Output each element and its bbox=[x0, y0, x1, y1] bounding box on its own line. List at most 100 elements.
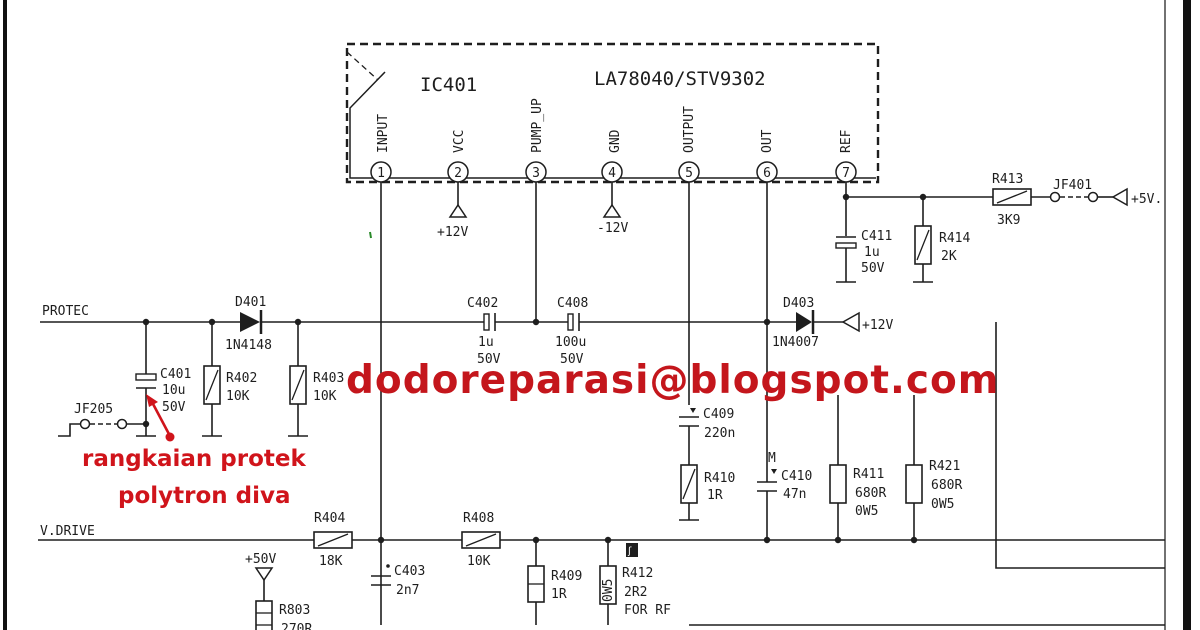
svg-text:R803: R803 bbox=[279, 603, 310, 618]
svg-text:C410: C410 bbox=[781, 469, 812, 484]
svg-text:+12V: +12V bbox=[862, 318, 893, 333]
c401: C401 10u 50V bbox=[135, 322, 191, 436]
svg-text:1R: 1R bbox=[707, 488, 723, 503]
c410: M C410 47n bbox=[757, 322, 812, 540]
svg-text:C403: C403 bbox=[394, 564, 425, 579]
svg-text:2n7: 2n7 bbox=[396, 583, 419, 598]
r403: R403 10K bbox=[288, 322, 344, 437]
svg-text:2R2: 2R2 bbox=[624, 585, 647, 600]
page-frame bbox=[3, 0, 1191, 630]
jf205: JF205 bbox=[58, 402, 156, 437]
svg-text:2K: 2K bbox=[941, 249, 957, 264]
svg-text:50V: 50V bbox=[861, 261, 885, 276]
r414: R414 2K bbox=[913, 197, 970, 283]
svg-text:JF205: JF205 bbox=[74, 402, 113, 417]
annotation-arrow bbox=[146, 394, 175, 442]
svg-text:R411: R411 bbox=[853, 467, 884, 482]
svg-text:10K: 10K bbox=[313, 389, 337, 404]
svg-text:100u: 100u bbox=[555, 335, 586, 350]
svg-text:R409: R409 bbox=[551, 569, 582, 584]
c411: C411 1u 50V bbox=[835, 197, 892, 283]
svg-text:10u: 10u bbox=[162, 383, 185, 398]
svg-text:3: 3 bbox=[532, 166, 540, 181]
svg-text:18K: 18K bbox=[319, 554, 343, 569]
svg-text:JF401: JF401 bbox=[1053, 178, 1092, 193]
r410: R410 1R bbox=[679, 464, 735, 521]
pin-name-vcc: VCC bbox=[452, 130, 467, 153]
svg-text:1u: 1u bbox=[478, 335, 494, 350]
c403: C403 2n7 bbox=[371, 564, 425, 598]
ic-ref-label: IC401 bbox=[420, 74, 477, 96]
svg-text:1u: 1u bbox=[864, 245, 880, 260]
svg-text:+5V.: +5V. bbox=[1131, 192, 1162, 207]
jf401-right bbox=[1087, 191, 1099, 203]
svg-text:2: 2 bbox=[454, 166, 462, 181]
svg-text:270R: 270R bbox=[281, 622, 312, 630]
right-feed-wire bbox=[995, 322, 1165, 569]
ic-pins: 1 2 3 4 5 6 7 bbox=[370, 161, 857, 183]
svg-text:680R: 680R bbox=[931, 478, 962, 493]
r402: R402 10K bbox=[202, 322, 257, 437]
svg-text:R404: R404 bbox=[314, 511, 345, 526]
svg-text:10K: 10K bbox=[226, 389, 250, 404]
svg-text:6: 6 bbox=[763, 166, 771, 181]
pin-name-output: OUTPUT bbox=[682, 106, 697, 153]
svg-text:1N4007: 1N4007 bbox=[772, 335, 819, 350]
svg-text:C408: C408 bbox=[557, 296, 588, 311]
svg-text:-12V: -12V bbox=[597, 221, 628, 236]
svg-text:R403: R403 bbox=[313, 371, 344, 386]
pin-name-gnd: GND bbox=[608, 129, 623, 153]
svg-text:1N4148: 1N4148 bbox=[225, 338, 272, 353]
svg-text:1R: 1R bbox=[551, 587, 567, 602]
protec-net: PROTEC D401 1N4148 C402 1u 50V C408 100u… bbox=[40, 295, 893, 367]
annotation-line-1: rangkaian protek bbox=[82, 446, 306, 472]
svg-text:C411: C411 bbox=[861, 229, 892, 244]
pin-name-pump-up: PUMP_UP bbox=[530, 98, 545, 153]
c409: C409 220n bbox=[679, 407, 735, 465]
pin-name-out: OUT bbox=[760, 129, 775, 153]
vdrive-net: V.DRIVE R404 18K R408 10K bbox=[38, 511, 1165, 569]
svg-text:D403: D403 bbox=[783, 296, 814, 311]
svg-text:R412: R412 bbox=[622, 566, 653, 581]
r409: R409 1R bbox=[527, 540, 582, 625]
watermark-text: dodoreparasi@blogspot.com bbox=[346, 358, 1000, 403]
svg-text:R421: R421 bbox=[929, 459, 960, 474]
svg-text:0W5: 0W5 bbox=[931, 497, 954, 512]
svg-text:FOR RF: FOR RF bbox=[624, 603, 671, 618]
svg-text:7: 7 bbox=[842, 166, 850, 181]
svg-text:+50V: +50V bbox=[245, 552, 276, 567]
ref-net: R413 3K9 JF401 +5V. bbox=[842, 172, 1162, 228]
svg-text:220n: 220n bbox=[704, 426, 735, 441]
svg-text:680R: 680R bbox=[855, 486, 886, 501]
pin-name-input: INPUT bbox=[376, 114, 391, 153]
svg-text:R402: R402 bbox=[226, 371, 257, 386]
svg-text:C402: C402 bbox=[467, 296, 498, 311]
pin-name-ref: REF bbox=[839, 129, 854, 153]
svg-text:10K: 10K bbox=[467, 554, 491, 569]
svg-text:ʃ: ʃ bbox=[627, 546, 632, 557]
svg-text:C409: C409 bbox=[703, 407, 734, 422]
svg-text:50V: 50V bbox=[162, 400, 186, 415]
svg-text:1: 1 bbox=[377, 166, 385, 181]
svg-text:0W5: 0W5 bbox=[855, 504, 878, 519]
svg-text:50V: 50V bbox=[477, 352, 501, 367]
svg-text:R408: R408 bbox=[463, 511, 494, 526]
r412: 0W5 ʃ R412 2R2 FOR RF bbox=[599, 540, 671, 625]
gnd-supply: -12V bbox=[597, 182, 628, 236]
svg-text:C401: C401 bbox=[160, 367, 191, 382]
svg-text:5: 5 bbox=[685, 166, 693, 181]
annotation-line-2: polytron diva bbox=[118, 483, 291, 509]
r803: +50V R803 270R bbox=[245, 552, 312, 630]
r411: R411 680R 0W5 bbox=[829, 395, 886, 540]
svg-text:R414: R414 bbox=[939, 231, 970, 246]
svg-text:3K9: 3K9 bbox=[997, 213, 1020, 228]
svg-text:+12V: +12V bbox=[437, 225, 468, 240]
svg-text:50V: 50V bbox=[560, 352, 584, 367]
svg-text:M: M bbox=[768, 451, 776, 466]
svg-text:V.DRIVE: V.DRIVE bbox=[40, 524, 95, 539]
svg-text:4: 4 bbox=[608, 166, 616, 181]
svg-text:47n: 47n bbox=[783, 487, 806, 502]
svg-text:R410: R410 bbox=[704, 471, 735, 486]
svg-text:PROTEC: PROTEC bbox=[42, 304, 89, 319]
